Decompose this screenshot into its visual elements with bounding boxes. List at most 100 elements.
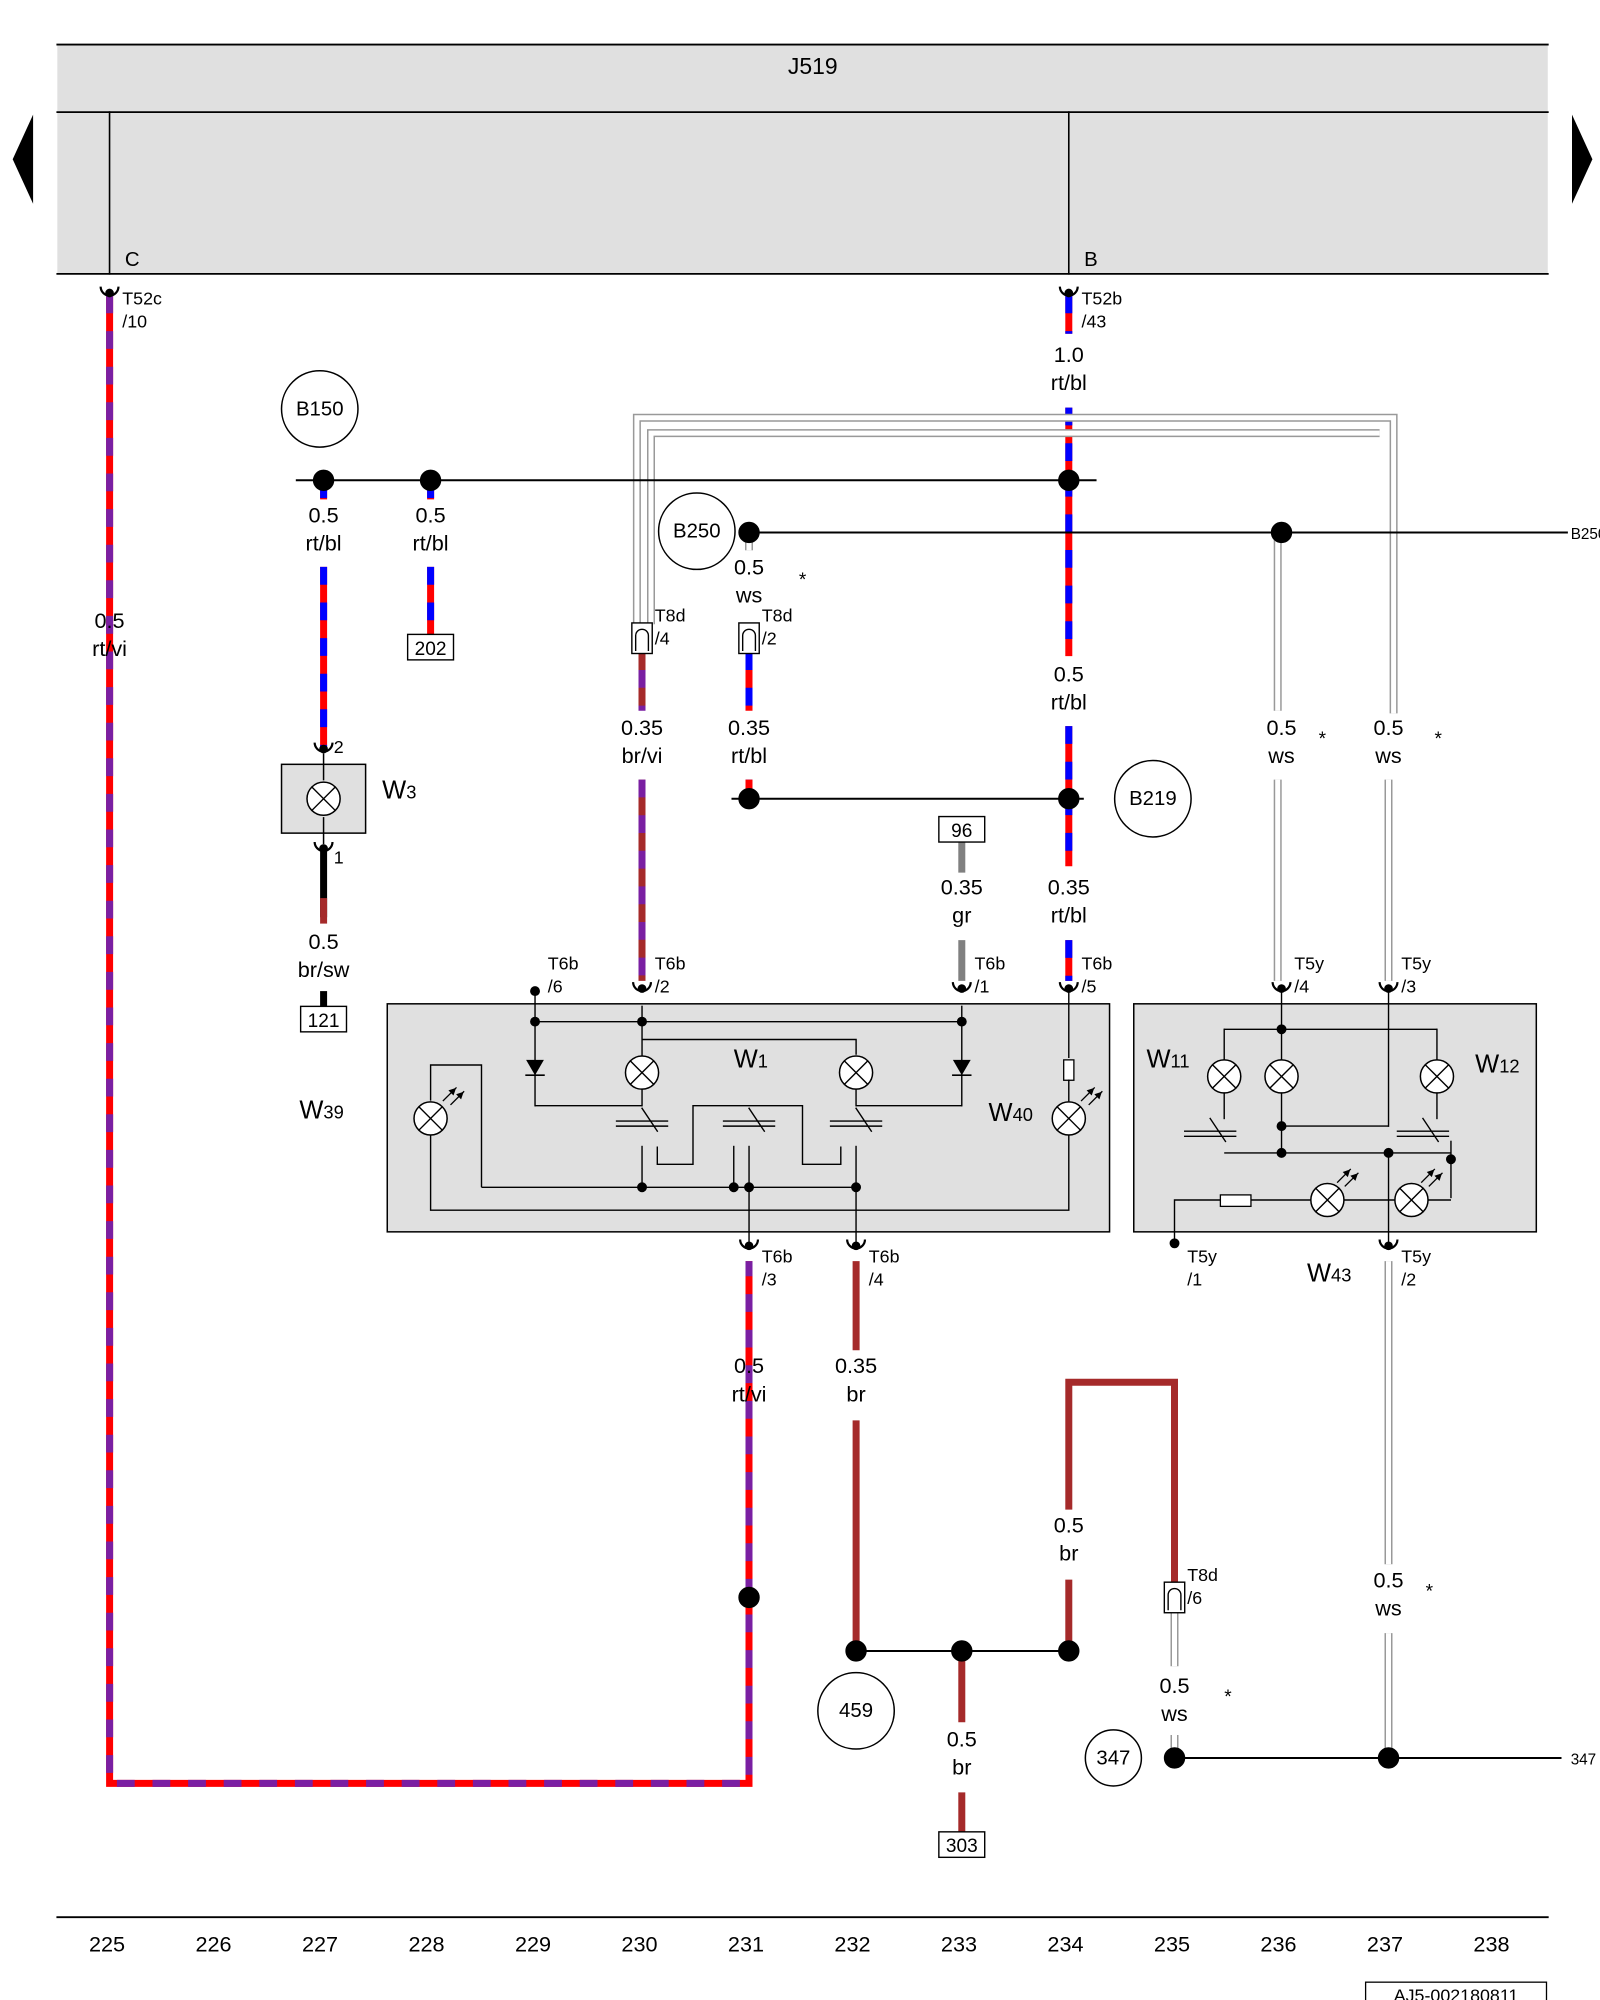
track-number-237: 237 — [1367, 1932, 1403, 1957]
asterisk-4: * — [1224, 1687, 1232, 1708]
pin-t8d4-num: /4 — [655, 629, 670, 649]
pin-t6b5-num: /5 — [1082, 976, 1097, 996]
w3-bulb-icon-x2 — [310, 786, 337, 812]
asterisk-0: * — [799, 570, 807, 591]
w43-label: W43 — [1307, 1260, 1351, 1288]
ref-box-303 — [938, 1831, 986, 1859]
node-459 — [817, 1671, 896, 1750]
label-base: W — [382, 777, 406, 805]
wire-label-230-color: br/vi — [622, 743, 663, 768]
track-number-229: 229 — [515, 1932, 551, 1957]
w39-w40-return — [429, 1135, 1070, 1211]
wire-225-rt-vi-stripe — [106, 295, 753, 1787]
wire-label-231a-size: 0.5 — [734, 555, 764, 580]
wire-label-236-color: ws — [1267, 743, 1295, 768]
w11-label: W11 — [1146, 1046, 1189, 1074]
track-number-227: 227 — [302, 1932, 338, 1957]
triangle-right-icon[interactable] — [1572, 114, 1593, 204]
pin-t5y2-id: T5y — [1401, 1246, 1431, 1266]
pin-t52b-id: T52b — [1082, 288, 1123, 308]
w40-resistor-icon — [1063, 1059, 1075, 1081]
w11-bulb-right-icon-x2 — [1268, 1063, 1295, 1090]
ref-box-202-label: 202 — [415, 639, 447, 660]
module-dot-2 — [956, 1016, 967, 1027]
track-number-225: 225 — [89, 1932, 125, 1957]
wire-label-231a-color: ws — [735, 583, 763, 608]
wire-label-231b-size: 0.35 — [728, 715, 770, 740]
pin-b-label: B — [1084, 249, 1098, 271]
conn-t6b2-dot — [637, 984, 647, 993]
node-b219 — [1113, 759, 1192, 838]
track-number-226: 226 — [195, 1932, 231, 1957]
pin-t5y4-num: /4 — [1294, 976, 1309, 996]
wire-label-233-color: gr — [952, 902, 971, 927]
pin-t52c-id: T52c — [122, 288, 162, 308]
w11-bulb-left-icon-x2 — [1211, 1063, 1237, 1090]
pin-t6b2-id: T6b — [655, 953, 686, 973]
track-number-230: 230 — [621, 1932, 657, 1957]
module2-dot-4 — [1445, 1154, 1456, 1165]
pin-t6b5-id: T6b — [1082, 953, 1113, 973]
wire-label-228-color: rt/bl — [413, 530, 449, 555]
ref-box-96-label: 96 — [951, 821, 972, 842]
wire-label-233b-color: br — [952, 1755, 971, 1780]
module-dot-1 — [637, 1016, 647, 1027]
junction-dot-10 — [1058, 1640, 1080, 1662]
pin-t5y1-num: /1 — [1187, 1269, 1202, 1289]
junction-dot-0 — [312, 469, 335, 491]
node-b250-label: B250 — [673, 521, 721, 543]
pin-t5y1-id: T5y — [1187, 1246, 1217, 1266]
w39-label: W39 — [299, 1096, 343, 1124]
conn-t6b3-dot — [744, 1241, 754, 1251]
conn-t5y1-stub — [1169, 1238, 1180, 1249]
module2-dot-3 — [1383, 1147, 1394, 1158]
w3-label: W3 — [382, 777, 416, 805]
w1-switch-link — [656, 1104, 842, 1166]
ref-box-96 — [938, 815, 986, 843]
node-347-label: 347 — [1096, 1747, 1130, 1769]
ref-box-121-label: 121 — [308, 1011, 340, 1032]
label-subscript: 1 — [758, 1051, 768, 1072]
conn-t6b6-stub — [530, 986, 540, 997]
node-b250 — [657, 492, 736, 571]
wire-label-233-size: 0.35 — [941, 874, 983, 899]
junction-dot-4 — [1270, 521, 1293, 544]
w43-led-left-head2 — [1350, 1173, 1358, 1181]
wire-label-234b-size: 0.5 — [1054, 662, 1084, 687]
module2-dot-2 — [1276, 1147, 1287, 1158]
node-b150 — [280, 369, 359, 448]
wire-label-231c-color: rt/vi — [732, 1381, 767, 1406]
wire-ws-loop-inner-fill — [648, 430, 1380, 625]
wire-label-235-size: 0.5 — [1159, 1673, 1189, 1698]
module2-dot-0 — [1276, 1024, 1287, 1035]
module-dot-3 — [637, 1182, 647, 1193]
junction-dot-2 — [1058, 469, 1080, 491]
junction-dot-9 — [951, 1640, 973, 1662]
wire-label-237-color: ws — [1374, 743, 1402, 768]
wire-label-237-size: 0.5 — [1373, 715, 1403, 740]
wire-label-237b-size: 0.5 — [1373, 1567, 1403, 1592]
w12-label: W12 — [1475, 1051, 1519, 1079]
switch-right-icon-lever — [855, 1107, 873, 1133]
w39-led-head2 — [456, 1091, 464, 1100]
conn-t8d4-box — [631, 622, 653, 655]
w12-bulb-icon-x2 — [1424, 1063, 1450, 1090]
wire-label-234d-size: 0.5 — [1054, 1512, 1084, 1537]
conn-t52c-dot — [105, 288, 114, 298]
control-unit-box — [57, 44, 1548, 274]
conn-t5y3-dot — [1384, 984, 1393, 993]
wire-label-232-color: br — [846, 1381, 865, 1406]
track-number-228: 228 — [408, 1932, 444, 1957]
track-number-234: 234 — [1047, 1932, 1083, 1957]
asterisk-2: * — [1434, 729, 1442, 750]
diode-right-icon — [952, 1059, 971, 1076]
pin-t6b1-id: T6b — [975, 953, 1006, 973]
junction-dot-12 — [1377, 1747, 1400, 1769]
conn-t5y2-dot — [1384, 1241, 1393, 1251]
wire-label-227-color: rt/bl — [306, 530, 342, 555]
w43-led-left-head1 — [1342, 1169, 1351, 1178]
triangle-left-icon[interactable] — [12, 114, 34, 204]
switch-left-icon-lever — [641, 1107, 659, 1133]
pin-t6b1-num: /1 — [975, 976, 990, 996]
w43-led-right-head2 — [1434, 1173, 1442, 1181]
